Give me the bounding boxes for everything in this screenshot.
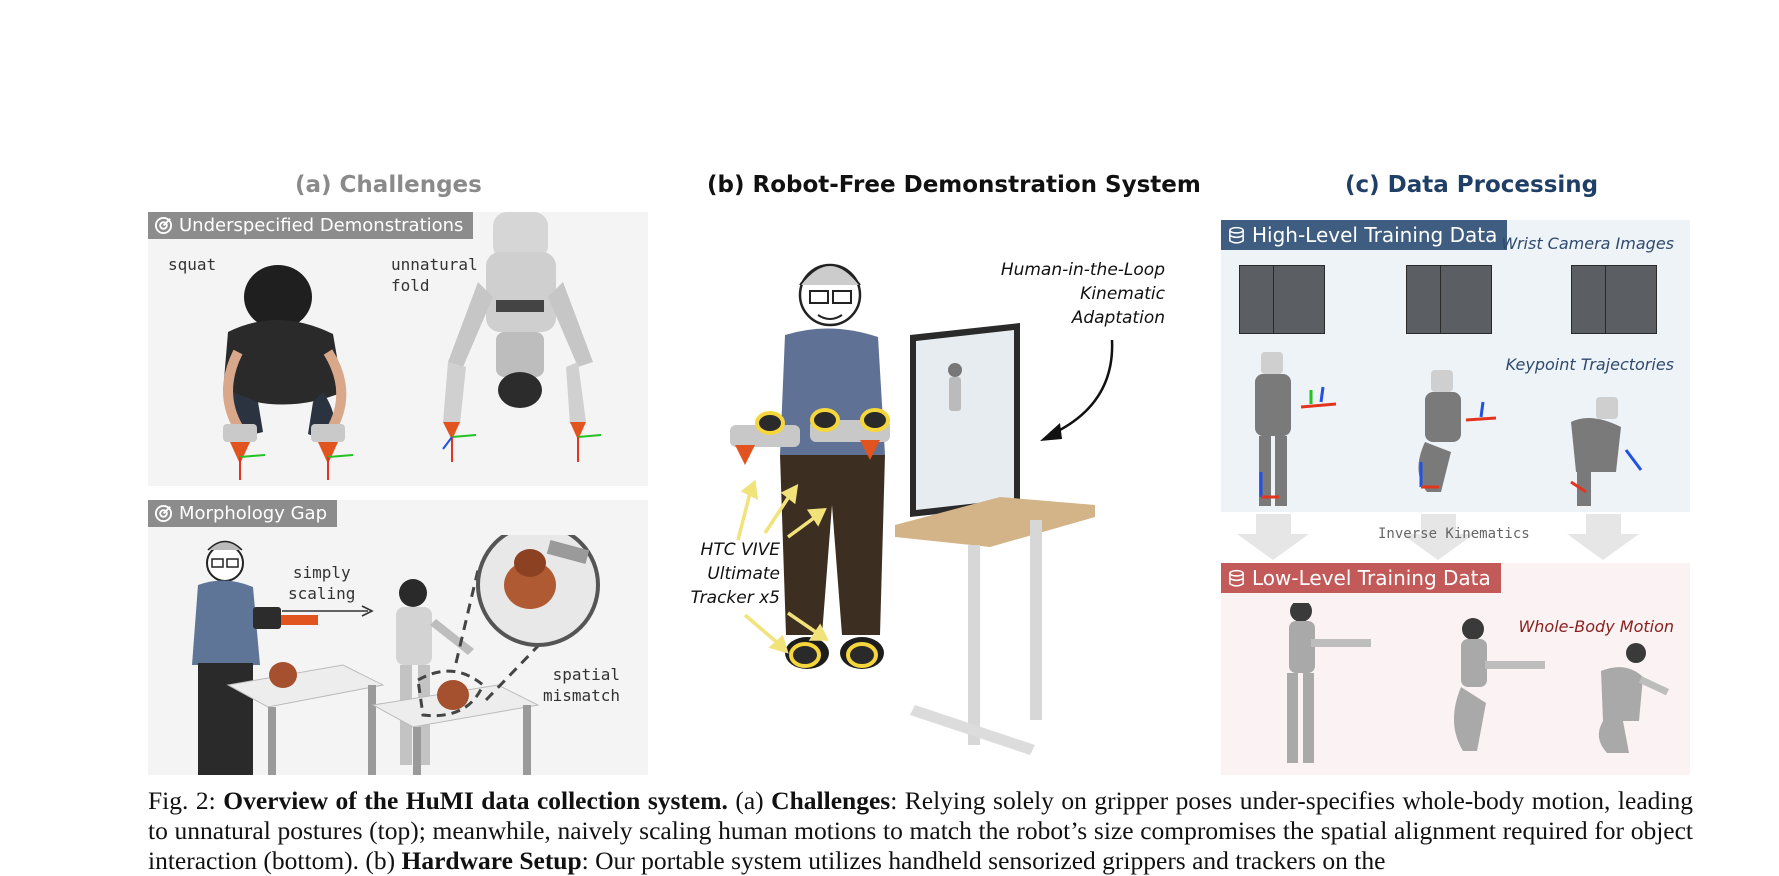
caption-b-marker: (b) — [359, 846, 402, 875]
panel-underspecified-demonstrations: Underspecified Demonstrations squat unna… — [148, 212, 648, 486]
label-spatial-mismatch: spatial mismatch — [543, 665, 621, 705]
panel-high-level-data: High-Level Training Data Wrist Camera Im… — [1221, 220, 1690, 512]
tag-underspecified-label: Underspecified Demonstrations — [179, 215, 464, 236]
ik-arrows — [1237, 514, 1639, 560]
keypoint-figures — [1255, 352, 1643, 506]
wrist-image — [1440, 265, 1492, 334]
morphology-scene-illustration — [192, 535, 600, 775]
panel-morphology-gap: Morphology Gap simply scaling spatial mi… — [148, 500, 648, 775]
label-wrist-camera-images: Wrist Camera Images — [1501, 234, 1674, 253]
label-inverse-kinematics: Inverse Kinematics — [1378, 526, 1530, 542]
folded-robot-illustration — [442, 212, 602, 462]
tag-morphology-gap-label: Morphology Gap — [179, 503, 328, 524]
tag-high-level-data-label: High-Level Training Data — [1252, 223, 1498, 247]
label-keypoint-trajectories: Keypoint Trajectories — [1505, 355, 1674, 374]
target-icon — [154, 216, 173, 235]
label-simply-scaling: simply scaling — [288, 563, 356, 603]
caption-a-title: Challenges — [771, 786, 891, 815]
label-unnatural-fold: unnatural fold — [391, 255, 478, 295]
caption-a-marker: (a) — [727, 786, 772, 815]
caption-prefix: Fig. 2: — [148, 786, 224, 815]
caption-b-text: : Our portable system utilizes handheld … — [581, 846, 1386, 875]
tag-low-level-data-label: Low-Level Training Data — [1252, 566, 1491, 590]
heading-challenges: (a) Challenges — [295, 172, 482, 198]
whole-body-robots — [1287, 603, 1670, 763]
heading-robot-free-system: (b) Robot-Free Demonstration System — [707, 172, 1201, 198]
scaling-arrow — [282, 605, 374, 617]
caption-title: Overview of the HuMI data collection sys… — [223, 786, 728, 815]
caption-a-text: : Relying solely on gripper poses under-… — [148, 786, 1693, 875]
database-icon — [1229, 226, 1244, 244]
tag-underspecified: Underspecified Demonstrations — [148, 212, 474, 239]
tag-high-level-data: High-Level Training Data — [1221, 220, 1508, 250]
label-human-in-the-loop: Human-in-the-Loop Kinematic Adaptation — [1000, 260, 1165, 328]
demonstration-system-illustration — [730, 263, 1095, 755]
squatting-human-illustration — [223, 265, 354, 480]
figure-caption: Fig. 2: Overview of the HuMI data collec… — [148, 786, 1693, 876]
panel-low-level-data: Low-Level Training Data Whole-Body Motio… — [1221, 563, 1690, 775]
target-icon — [154, 504, 173, 523]
wrist-image — [1273, 265, 1325, 334]
database-icon — [1229, 569, 1244, 587]
tag-low-level-data: Low-Level Training Data — [1221, 563, 1501, 593]
tag-morphology-gap: Morphology Gap — [148, 500, 338, 527]
label-vive-tracker: HTC VIVE Ultimate Tracker x5 — [690, 540, 780, 608]
heading-data-processing: (c) Data Processing — [1345, 172, 1599, 198]
caption-b-title: Hardware Setup — [401, 846, 582, 875]
wrist-image — [1605, 265, 1657, 334]
hil-arrow — [1040, 339, 1114, 441]
label-squat: squat — [168, 255, 217, 274]
label-whole-body-motion: Whole-Body Motion — [1518, 617, 1674, 636]
